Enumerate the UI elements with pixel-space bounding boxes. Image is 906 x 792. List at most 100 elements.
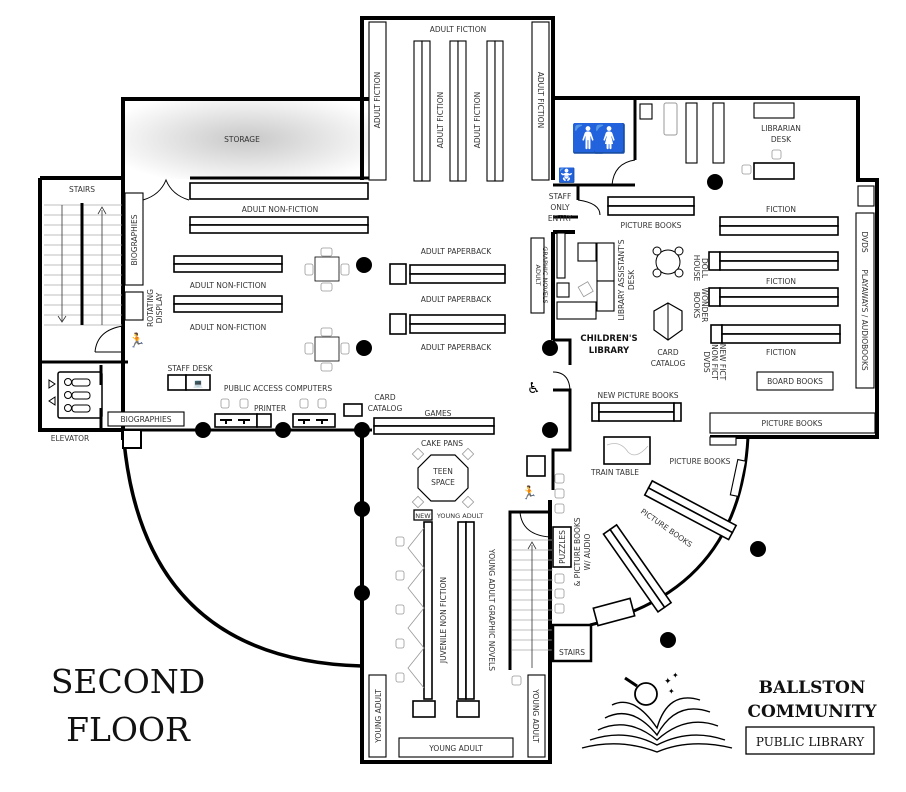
children-card-catalog-label-2: CATALOG	[651, 359, 686, 368]
table-1	[304, 247, 350, 292]
childrens-door[interactable]	[552, 371, 571, 393]
endcap-ya-graphic	[456, 700, 480, 718]
young-adult-right-label: YOUNG ADULT	[531, 688, 540, 743]
young-adult-left-label: YOUNG ADULT	[374, 689, 383, 744]
shelf-biographies-horizontal	[107, 411, 185, 427]
shelf-adult-non-fiction-4	[173, 303, 283, 313]
new-picture-books-label: NEW PICTURE BOOKS	[597, 391, 678, 400]
shelf-ya-graphic-novels	[465, 521, 475, 700]
storage-door[interactable]	[142, 178, 190, 201]
restroom-men-icon: 🚹	[571, 122, 606, 155]
card-catalog-computer	[343, 403, 363, 417]
puzzles-label: PUZZLES	[558, 530, 567, 564]
shelf-adult-paperback-2	[409, 323, 506, 334]
emergency-exit-icon-2: 🏃	[521, 485, 537, 501]
structural-columns	[195, 174, 766, 648]
fiction-label-3: FICTION	[766, 348, 796, 357]
floor-title-line-1: SECOND	[51, 662, 205, 701]
biographies-vertical-label: BIOGRAPHIES	[130, 214, 139, 265]
shelf-adult-fiction-1	[421, 40, 431, 182]
column	[750, 541, 766, 557]
librarian-desk-label-2: DESK	[771, 135, 792, 144]
storage-wall	[121, 97, 370, 179]
shelf-adult-fiction-2	[457, 40, 467, 182]
round-table	[652, 246, 684, 278]
stairs-right-room	[551, 623, 593, 663]
shelf-fiction-3	[719, 296, 839, 307]
cake-pans-label: CAKE PANS	[421, 439, 463, 448]
puzzle-chairs	[554, 473, 565, 614]
column	[542, 422, 558, 438]
new-label: NEW	[415, 512, 431, 520]
printer	[256, 413, 272, 428]
new-young-adult-label: YOUNG ADULT	[436, 512, 483, 520]
adult-paperback-label-2: ADULT PAPERBACK	[421, 295, 493, 304]
playaways-label: PLAYAWAYS / AUDIOBOOKS	[860, 269, 869, 371]
kiosk	[526, 455, 546, 477]
elevator-label: ELEVATOR	[51, 434, 90, 443]
adult-fiction-top-label: ADULT FICTION	[430, 25, 487, 34]
right-stair-door[interactable]	[519, 511, 551, 538]
paperback-endcap-2	[389, 313, 407, 335]
restroom-icons: 🚹 🚺	[571, 122, 627, 155]
rotating-display-label-1: ROTATING	[146, 289, 155, 327]
board-books-label: BOARD BOOKS	[767, 377, 823, 386]
staff-desk	[167, 374, 187, 391]
staff-only-door[interactable]	[577, 199, 601, 216]
shelf-dvds-playaways	[855, 212, 875, 389]
new-ya-badge	[413, 509, 433, 521]
paperback-endcap-1	[389, 263, 407, 285]
rotating-display-label-2: DISPLAY	[155, 292, 164, 323]
young-adult-bottom-label: YOUNG ADULT	[428, 744, 483, 753]
elevator-up-icon	[48, 379, 56, 389]
adult-fiction-shelf-label-2: ADULT FICTION	[473, 92, 482, 149]
logo-line-2: COMMUNITY	[747, 702, 877, 722]
shelf-young-adult-left	[368, 674, 387, 758]
shelf-new-fict	[710, 324, 723, 344]
adult-non-fiction-label-1: ADULT NON-FICTION	[242, 205, 318, 214]
adult-graphic-label-2: GRAPHIC NOVELS	[541, 246, 549, 303]
card-catalog-label-1: CARD	[374, 393, 396, 402]
librarian-desk-label-1: LIBRARIAN	[761, 124, 801, 133]
shelf-picture-books-top	[607, 205, 695, 216]
shelf-puzzles	[552, 526, 572, 568]
teen-space-table	[417, 454, 469, 502]
staff-only-label-3: ENTRY	[548, 214, 573, 223]
public-computer-chairs	[220, 398, 327, 409]
shelf-adult-graphic-novels	[530, 237, 545, 314]
stairs-up-arrow-icon	[97, 206, 107, 215]
staff-only-label-2: ONLY	[550, 203, 570, 212]
shelf-games	[373, 425, 495, 435]
shelf-picture-books-right	[709, 412, 876, 434]
library-logo: ✦ ✦ ✦	[581, 671, 733, 753]
stairwell-wall	[38, 176, 125, 440]
stairs-right-up-arrow-icon	[527, 541, 537, 550]
logo-line-1: BALLSTON	[759, 678, 866, 698]
printer-label: PRINTER	[254, 404, 286, 413]
restroom-door[interactable]	[611, 159, 636, 186]
shelf-board-books	[756, 371, 834, 391]
logo-box	[745, 726, 875, 755]
adult-non-fiction-label-2: ADULT NON-FICTION	[190, 281, 266, 290]
shelf-fiction-2	[719, 260, 839, 271]
column	[195, 422, 211, 438]
elevator	[48, 371, 103, 419]
shelf-adult-fiction-3	[494, 40, 504, 182]
endcap-juvenile	[412, 700, 436, 718]
adult-paperback-label-1: ADULT PAPERBACK	[421, 247, 493, 256]
table-2	[304, 327, 350, 372]
shelf-biographies-vertical	[124, 192, 144, 286]
house-label: HOUSE	[692, 255, 701, 282]
stair-door[interactable]	[94, 325, 124, 353]
stairs-right-label: STAIRS	[559, 648, 585, 657]
childrens-shelves-top	[639, 102, 795, 164]
shelf-picture-books-curve-2	[602, 523, 673, 614]
storage-room	[123, 99, 370, 179]
shelf-doll-house	[708, 251, 721, 271]
shelf-adult-paperback-1	[409, 273, 506, 284]
stairs-down-arrow-icon	[57, 315, 67, 323]
column	[356, 257, 372, 273]
accessible-icon: ♿	[527, 379, 540, 397]
assistant-desk-label-2: DESK	[627, 269, 636, 290]
